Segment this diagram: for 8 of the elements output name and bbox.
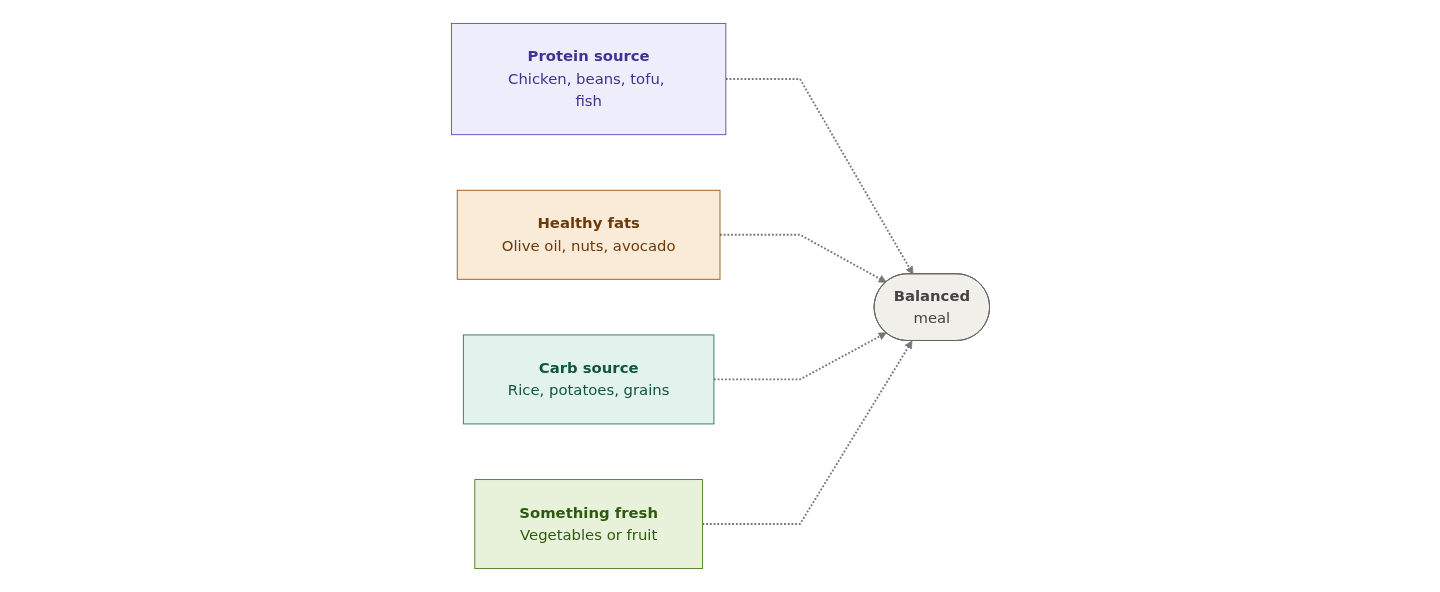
arrow	[724, 78, 913, 275]
node-box: Healthy fats Olive oil, nuts, avocado	[456, 189, 720, 280]
arrow	[701, 340, 912, 525]
arrow	[718, 233, 887, 283]
node-box: Protein source Chicken, beans, tofu, fish	[450, 22, 726, 136]
node-box: Something fresh Vegetables or fruit	[473, 479, 703, 570]
node-box: Carb source Rice, potatoes, grains	[462, 334, 714, 425]
arrow	[712, 332, 887, 381]
